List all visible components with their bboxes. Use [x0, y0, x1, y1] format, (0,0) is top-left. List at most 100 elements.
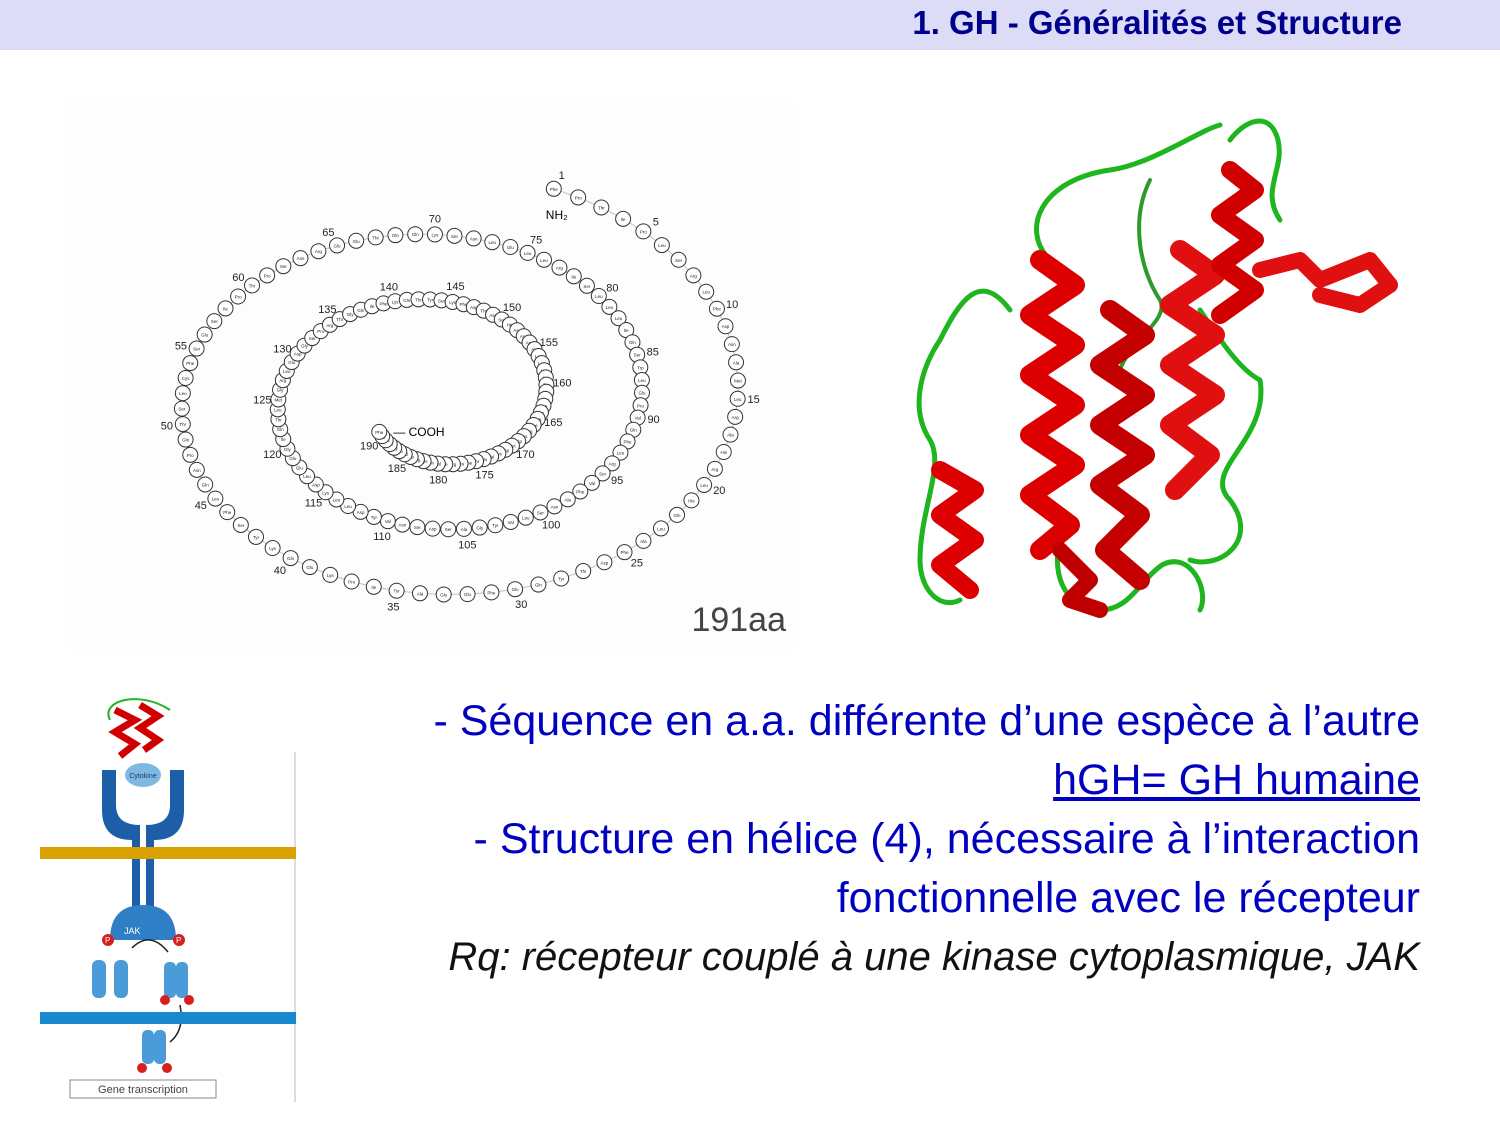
residue-label: Leu	[540, 258, 548, 263]
residue-circle	[575, 563, 592, 580]
residue-label: Leu	[606, 305, 614, 310]
residue-circle	[578, 277, 595, 294]
residue-number: 125	[253, 395, 271, 407]
residue-label: Gln	[630, 428, 638, 433]
residue-circle	[174, 385, 191, 402]
residue-label: Tyr	[253, 535, 260, 540]
residue-number: 110	[373, 531, 391, 543]
residue-label: Ser	[599, 471, 607, 476]
residue-label: Thr	[480, 309, 487, 314]
residue-circle	[615, 210, 632, 227]
residue-circle	[683, 492, 700, 509]
residue-circle	[601, 298, 618, 315]
residue-circle	[604, 455, 621, 472]
residue-circle	[188, 340, 205, 357]
residue-label: Thr	[249, 283, 256, 288]
residue-label: Lys	[449, 300, 457, 305]
residue-label: Glu	[480, 457, 488, 462]
residue-label: Arg	[556, 266, 564, 271]
residue-label: Leu	[702, 290, 710, 295]
residue-label: Gln	[392, 233, 400, 238]
stat-box	[164, 962, 176, 998]
cell-membrane	[40, 847, 296, 859]
residue-label: Arg	[609, 461, 617, 466]
residue-label: Asn	[470, 236, 478, 241]
helix-ribbon	[1160, 240, 1225, 500]
residue-circle	[219, 504, 236, 521]
residue-circle	[619, 433, 636, 450]
residue-label: Leu	[617, 451, 625, 456]
residue-circle	[407, 226, 424, 243]
residue-label: Gln	[412, 232, 420, 237]
residue-number: 175	[475, 470, 493, 482]
residue-number: 30	[515, 599, 527, 611]
residue-label: Ala	[727, 433, 734, 438]
residue-circle	[635, 223, 652, 240]
residue-number: 75	[530, 234, 542, 246]
residue-label: Phe	[487, 590, 496, 595]
residue-label: Arg	[711, 467, 719, 472]
residue-circle	[670, 251, 687, 268]
residue-number: 155	[540, 337, 558, 349]
n-terminus-label: NH₂	[546, 208, 568, 222]
residue-circle	[230, 288, 247, 305]
residue-label: Pro	[187, 453, 195, 458]
residue-circle	[196, 326, 213, 343]
residue-label: Pro	[235, 295, 243, 300]
residue-label: Asp	[520, 334, 528, 339]
residue-circle	[440, 521, 457, 538]
phospho-dot	[137, 1063, 147, 1073]
residue-label: Gln	[182, 438, 190, 443]
helix-ribbon	[1252, 252, 1398, 313]
residue-label: Ala	[417, 591, 424, 596]
residue-circle	[487, 517, 504, 534]
residue-circle	[365, 578, 382, 595]
residue-label: Leu	[283, 369, 291, 374]
residue-label: Glu	[440, 592, 448, 597]
residue-label: Thr	[336, 317, 343, 322]
bullet-structure-cont: fonctionnelle avec le récepteur	[836, 874, 1420, 922]
residue-circle	[517, 509, 534, 526]
residue-circle	[708, 300, 725, 317]
residue-label: Leu	[344, 504, 352, 509]
residue-circle	[207, 490, 224, 507]
residue-circle	[706, 460, 723, 477]
residue-label: Leu	[274, 407, 282, 412]
residue-circle	[446, 227, 463, 244]
residue-label: Tyr	[427, 297, 434, 302]
residue-label: Leu	[657, 526, 665, 531]
residue-label: Val	[635, 416, 641, 421]
residue-label: Thr	[598, 205, 605, 210]
residue-number: 45	[195, 500, 207, 512]
residue-label: Asp	[294, 352, 302, 357]
residue-circle	[536, 251, 553, 268]
residue-label: Phe	[223, 510, 232, 515]
residue-circle	[727, 408, 744, 425]
residue-label: Leu	[524, 251, 532, 256]
residue-number: 10	[726, 299, 738, 311]
residue-circle	[282, 550, 299, 567]
residue-number: 90	[647, 414, 659, 426]
residue-label: Ala	[640, 539, 647, 544]
residue-number: 190	[360, 440, 378, 452]
stat-box	[92, 960, 106, 998]
residue-label: Thr	[275, 417, 282, 422]
residue-number: 35	[387, 601, 399, 613]
pathway-svg: Cytokine JAK P P Gene transcription	[40, 690, 296, 1102]
residue-label: Gly	[347, 312, 355, 317]
residue-label: Tyr	[371, 515, 378, 520]
residue-label: Asp	[357, 510, 365, 515]
residue-label: Glu	[334, 243, 342, 248]
residue-circle	[507, 581, 524, 598]
bullet-list: - Séquence en a.a. différente d’une espè…	[250, 692, 1420, 987]
residue-label: Arg	[326, 323, 334, 328]
residue-label: Leu	[658, 243, 666, 248]
residue-label: Lys	[392, 299, 400, 304]
residue-circle	[301, 559, 318, 576]
residue-number: 55	[175, 340, 187, 352]
residue-label: Ile	[624, 328, 629, 333]
residue-label: Pro	[348, 579, 356, 584]
residue-circle	[217, 300, 234, 317]
helix-ribbon	[1052, 542, 1108, 618]
